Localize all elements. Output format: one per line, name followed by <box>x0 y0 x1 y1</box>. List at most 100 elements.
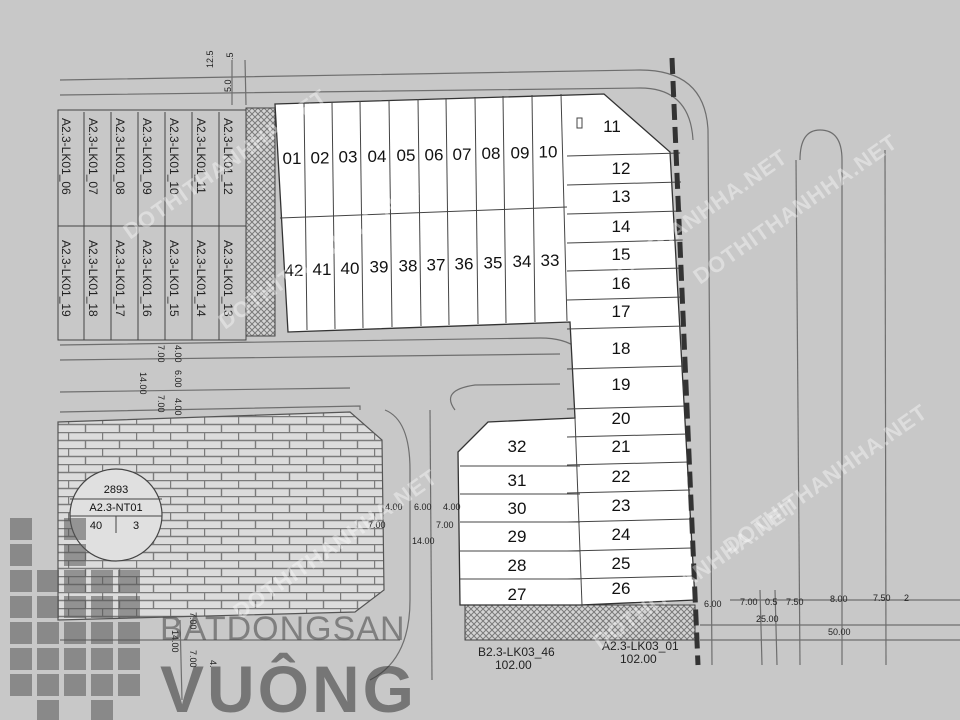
brand-line-2: VUÔNG <box>160 652 417 720</box>
lot-number: 23 <box>612 496 631 515</box>
lot-number: 03 <box>339 148 358 167</box>
road-dimension: 4.00 <box>173 398 183 416</box>
parcel-code-upper: A2.3-LK01_07 <box>86 118 100 195</box>
lot-number: 24 <box>612 525 631 544</box>
parcel-code-lower: A2.3-LK01_17 <box>113 240 127 317</box>
lot-number: 41 <box>313 260 332 279</box>
road-dimension: 7.00 <box>156 345 166 363</box>
green-block-density: 3 <box>133 520 139 532</box>
parcel-code-lower: A2.3-LK01_15 <box>167 240 181 317</box>
parcel-code-lower: A2.3-LK01_16 <box>140 240 154 317</box>
lot-number: 01 <box>283 149 302 168</box>
lot-number: 35 <box>484 253 503 272</box>
lot-number: 07 <box>453 145 472 164</box>
watermark-text: DOTHITHANHHA.NET <box>719 399 933 559</box>
parcel-code-upper: A2.3-LK01_09 <box>140 118 154 195</box>
lot-number: 22 <box>612 467 631 486</box>
lot-number: 15 <box>612 245 631 264</box>
road-dimension: 6.00 <box>173 370 183 388</box>
lot-number: 02 <box>311 148 330 167</box>
lot-number: 09 <box>511 143 530 162</box>
lot-number: 21 <box>612 437 631 456</box>
lot-number: 33 <box>541 251 560 270</box>
road-dimension: 6.00 <box>704 599 722 609</box>
brand-logo: BATDONGSAN VUÔNG <box>10 518 417 720</box>
road-dimension: 14.00 <box>170 630 180 653</box>
bottom-parcel-codes: B2.3-LK03_46 102.00 A2.3-LK03_01 102.00 <box>478 639 679 672</box>
road-dimension: 8.00 <box>830 594 848 604</box>
road-dimension: 14.00 <box>138 372 148 395</box>
lot-number: 40 <box>341 259 360 278</box>
parcel-code-lower: A2.3-LK01_14 <box>194 240 208 317</box>
green-block-floors: 40 <box>90 520 102 532</box>
parcel-code-upper: A2.3-LK01_10 <box>167 118 181 195</box>
lot-number: 38 <box>399 257 418 276</box>
road-dimension: .5 <box>225 52 235 60</box>
road-dimension: 7.00 <box>188 650 198 668</box>
lot-number: 34 <box>513 252 532 271</box>
lot-number: 32 <box>508 437 527 456</box>
parcel-code-lower: A2.3-LK01_13 <box>221 240 235 317</box>
parcel-code-lower: A2.3-LK01_18 <box>86 240 100 317</box>
lot-number: 26 <box>612 579 631 598</box>
lot-number: 25 <box>612 554 631 573</box>
lot-number: 13 <box>612 187 631 206</box>
bottom-parcel-code-1: B2.3-LK03_46 <box>478 645 555 659</box>
parcel-code-lower: A2.3-LK01_19 <box>59 240 73 317</box>
lot-number: 12 <box>612 159 631 178</box>
logo-bar-icon <box>10 518 140 720</box>
buffer-strip-left <box>245 107 276 337</box>
road-lines <box>59 59 960 701</box>
road-dimension: 4.00 <box>385 502 403 512</box>
road-dimension: 5.0 <box>223 79 233 92</box>
road-dimension: 7.00 <box>368 520 386 530</box>
lot-number: 29 <box>508 527 527 546</box>
green-block-info: 2893 A2.3-NT01 40 3 <box>69 468 163 562</box>
lot-number: 42 <box>285 261 304 280</box>
green-space-block <box>57 411 385 621</box>
lot-number: 18 <box>612 339 631 358</box>
parcel-code-upper: A2.3-LK01_08 <box>113 118 127 195</box>
lot-number: 06 <box>425 146 444 165</box>
lot-block-main <box>274 93 696 606</box>
road-dimension: 14.00 <box>412 536 435 546</box>
lot-number: 04 <box>368 147 387 166</box>
green-block-area: 2893 <box>104 484 128 496</box>
road-dimension: 7.00 <box>436 520 454 530</box>
road-dimension: 7.00 <box>740 597 758 607</box>
road-dimension: 4. <box>208 660 218 668</box>
road-dimension: 7.00 <box>156 395 166 413</box>
road-dimension: 7.50 <box>786 597 804 607</box>
lot-number: 16 <box>612 274 631 293</box>
bottom-parcel-width-2: 102.00 <box>620 652 657 666</box>
lot-number: 20 <box>612 409 631 428</box>
lot-number: 14 <box>612 217 631 236</box>
bottom-parcel-width-1: 102.00 <box>495 658 532 672</box>
lot-number: 08 <box>482 144 501 163</box>
parcel-code-upper: A2.3-LK01_12 <box>221 118 235 195</box>
green-block-code: A2.3-NT01 <box>89 502 142 514</box>
lot-number: 30 <box>508 499 527 518</box>
road-dimension: 2 <box>904 593 909 603</box>
road-dimension: 4.00 <box>443 502 461 512</box>
road-dimension: 0.5 <box>765 597 778 607</box>
road-dimension: 4.00 <box>173 345 183 363</box>
parcel-code-upper: A2.3-LK01_11 <box>194 118 208 194</box>
parcel-code-upper: A2.3-LK01_06 <box>59 118 73 195</box>
road-dimension: 7.00 <box>188 612 198 630</box>
lot-number: 36 <box>455 254 474 273</box>
road-dimension: 12.5 <box>205 50 215 68</box>
bottom-parcel-code-2: A2.3-LK03_01 <box>602 639 679 653</box>
lot-number: 11 <box>603 117 621 136</box>
road-dimension: 25.00 <box>756 614 779 624</box>
lot-number: 10 <box>539 143 558 162</box>
brand-line-1: BATDONGSAN <box>160 610 406 648</box>
lot-number: 19 <box>612 375 631 394</box>
lot-number: 05 <box>397 146 416 165</box>
planning-boundary-line <box>669 57 701 666</box>
lot-number: 27 <box>508 585 527 604</box>
lot-number: 39 <box>370 258 389 277</box>
road-dimension: 50.00 <box>828 627 851 637</box>
